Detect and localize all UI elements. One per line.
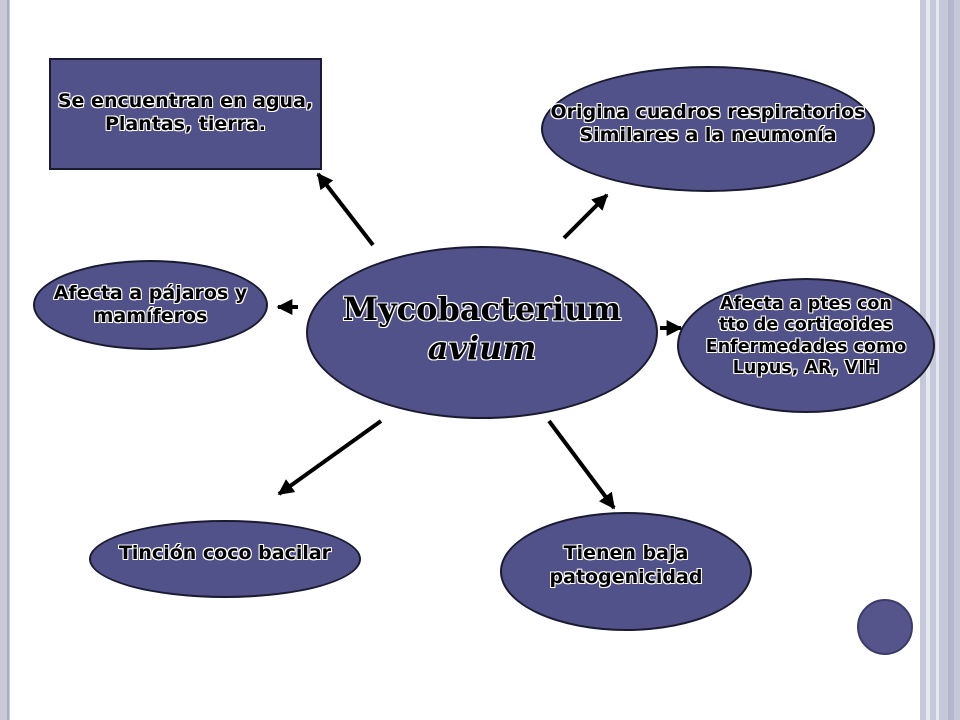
birds-text: Afecta a pájaros y mamíferos [53,281,248,327]
arrow-to-pathogenicity [547,419,616,510]
arrow-to-habitat [316,172,375,247]
habitat-box: Se encuentran en agua, Plantas, tierra. [49,58,322,170]
decorative-circle [857,599,913,655]
pathogenicity-ellipse: Tienen baja patogenicidad [500,512,752,631]
slide-frame-left-line [7,0,9,720]
corticoids-text: Afecta a ptes con tto de corticoides Enf… [705,294,907,379]
respiratory-text: Origina cuadros respiratorios Similares … [550,100,866,146]
center-title-line1: Mycobacterium [342,290,622,329]
arrow-to-respiratory [562,193,609,240]
stain-ellipse: Tinción coco bacilar [89,520,361,598]
center-title-line2: avium [427,328,537,367]
slide-frame-left [0,0,10,720]
frame-stripe [948,0,954,720]
birds-ellipse: Afecta a pájaros y mamíferos [33,260,268,350]
arrow-to-stain [277,419,383,496]
pathogenicity-text: Tienen baja patogenicidad [549,542,703,588]
frame-stripe [936,0,939,720]
respiratory-ellipse: Origina cuadros respiratorios Similares … [541,66,875,192]
habitat-text: Se encuentran en agua, Plantas, tierra. [57,90,314,136]
corticoids-ellipse: Afecta a ptes con tto de corticoides Enf… [677,278,935,413]
stain-text: Tinción coco bacilar [118,542,332,565]
